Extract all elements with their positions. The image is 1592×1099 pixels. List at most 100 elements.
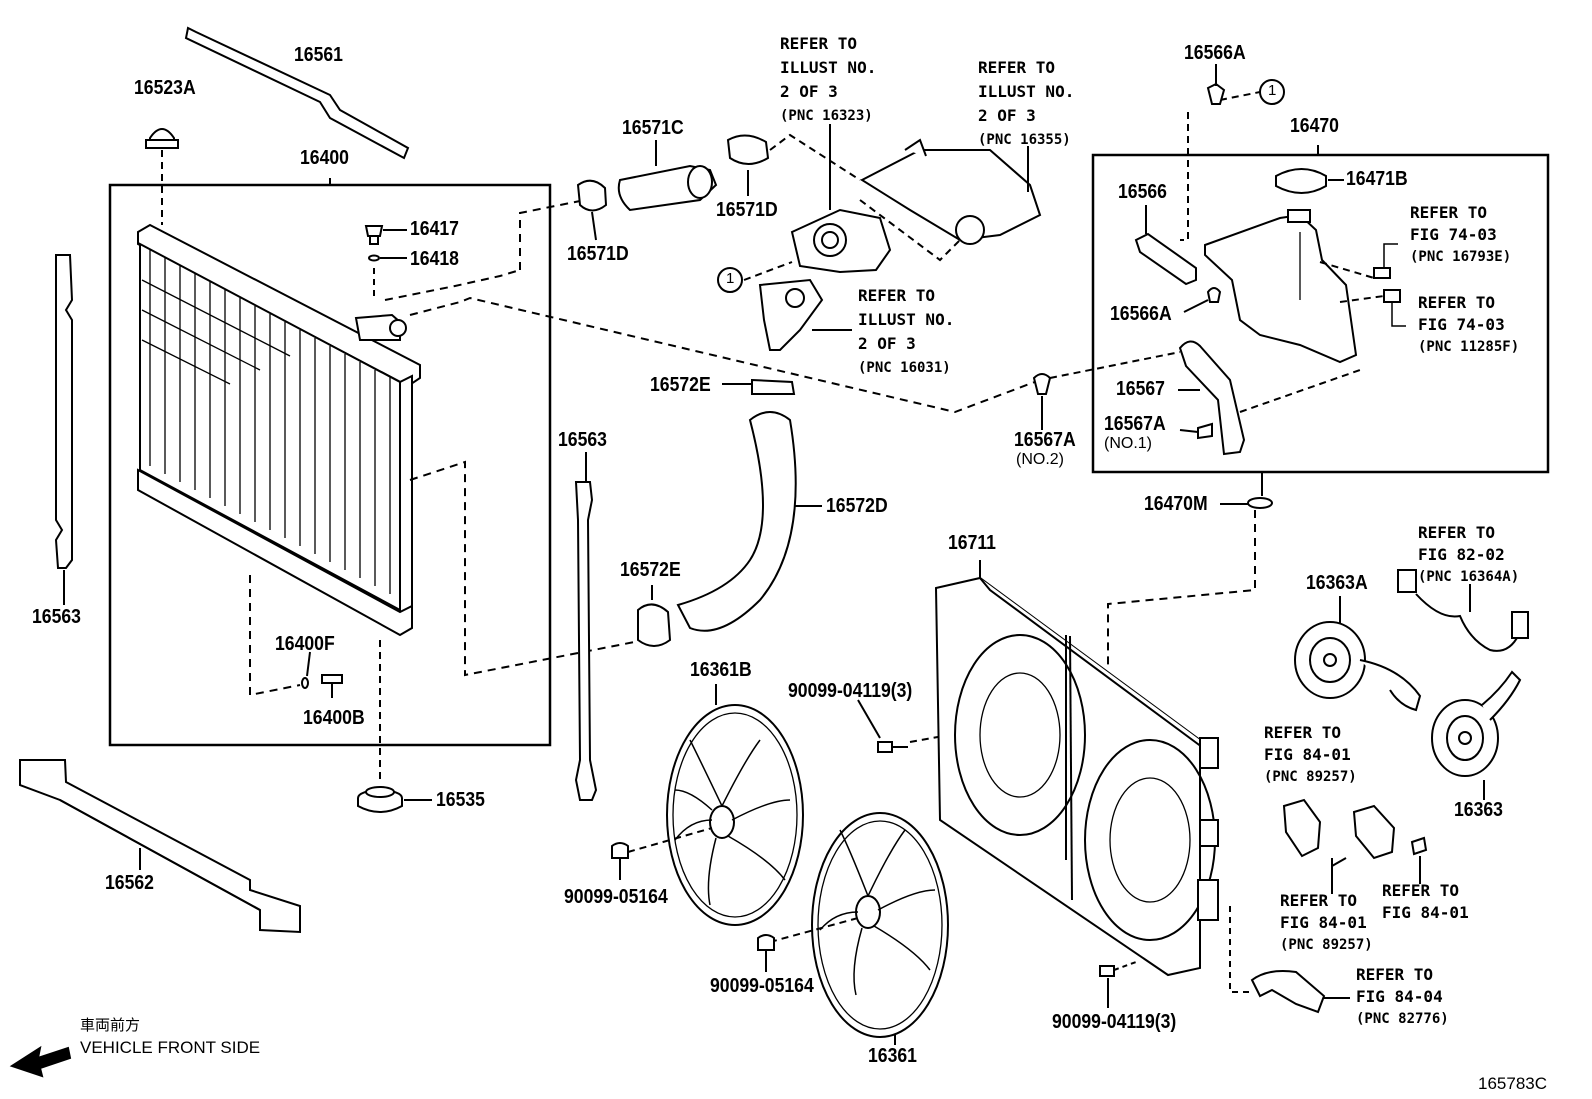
label-16571D-b: 16571D	[716, 199, 778, 221]
fan-16361	[811, 812, 949, 1038]
clamp-16572E-a	[751, 378, 796, 395]
label-16571D-a: 16571D	[567, 243, 629, 265]
clip-16567A-2	[1032, 373, 1052, 395]
label-16363A: 16363A	[1306, 572, 1368, 594]
radiator	[137, 223, 421, 637]
motor-16363A	[1294, 621, 1422, 712]
water-inlet-housing	[790, 208, 892, 274]
marker-1-a: 1	[726, 270, 735, 287]
figure-id: 165783C	[1478, 1074, 1548, 1093]
label-16567A-sub: (NO.1)	[1104, 435, 1152, 452]
o-ring-16418	[368, 254, 380, 262]
clip-16567A	[1197, 422, 1213, 440]
label-16571C: 16571C	[622, 117, 684, 139]
seal-16562	[19, 759, 301, 934]
bolt-90099-04119-a	[877, 741, 893, 753]
label-16470M: 16470M	[1144, 493, 1208, 515]
label-16417: 16417	[410, 218, 459, 240]
hose-16567	[1178, 340, 1246, 456]
label-16567: 16567	[1116, 378, 1165, 400]
label-16400B: 16400B	[303, 707, 365, 729]
grommet-16470M	[1247, 497, 1273, 509]
front-arrow-icon	[9, 1045, 72, 1078]
drain-plug-16417	[364, 225, 384, 237]
label-16561: 16561	[294, 44, 343, 66]
label-16567A: 16567A	[1104, 413, 1166, 435]
mount-16535	[357, 786, 403, 813]
clip-16566A-mid	[1206, 287, 1222, 303]
bolt-fig-84-01	[1410, 836, 1428, 856]
label-90099-04119-b: 90099-04119(3)	[1052, 1011, 1177, 1033]
clip-16566A-top	[1206, 82, 1226, 105]
reserve-tank-group-box	[1091, 153, 1550, 474]
label-16400F: 16400F	[275, 633, 335, 655]
clamp-16571D-b	[726, 134, 770, 165]
label-16566A-top: 16566A	[1184, 42, 1246, 64]
ref-part-16793E	[1373, 267, 1391, 279]
label-90099-05164-a: 90099-05164	[564, 886, 668, 908]
label-16418: 16418	[410, 248, 459, 270]
seal-16563-mid	[574, 481, 598, 801]
direction-en: VEHICLE FRONT SIDE	[80, 1038, 261, 1057]
hose-16572D	[676, 411, 797, 632]
motor-16363	[1431, 670, 1522, 777]
label-16363: 16363	[1454, 799, 1503, 821]
label-90099-05164-b: 90099-05164	[710, 975, 814, 997]
label-16361: 16361	[868, 1045, 917, 1067]
label-16711: 16711	[948, 532, 996, 554]
label-16400: 16400	[300, 147, 349, 169]
wire-harness-16364A	[1397, 569, 1529, 652]
nut-90099-05164-b	[757, 934, 775, 951]
label-16562: 16562	[105, 872, 154, 894]
reserve-tank-16470	[1204, 209, 1358, 364]
fan-16361B	[666, 704, 804, 926]
label-16572E-b: 16572E	[620, 559, 681, 581]
marker-1-b: 1	[1268, 82, 1277, 99]
seal-16563-left	[54, 254, 74, 569]
fan-shroud-16711	[934, 576, 1219, 977]
duct-82776	[1250, 970, 1326, 1014]
label-16572E-a: 16572E	[650, 374, 711, 396]
label-16470: 16470	[1290, 115, 1339, 137]
label-16572D: 16572D	[826, 495, 888, 517]
ref-part-11285F	[1383, 289, 1401, 303]
label-16535: 16535	[436, 789, 485, 811]
label-16563-mid: 16563	[558, 429, 607, 451]
drain-cock-16400B	[321, 674, 343, 684]
label-16361B: 16361B	[690, 659, 752, 681]
seal-16561	[184, 26, 410, 160]
drain-16400F	[301, 677, 309, 689]
tank-cap-16471B	[1275, 168, 1327, 194]
radiator-cap	[145, 128, 179, 149]
thermostat-cover	[758, 278, 824, 351]
label-16471B: 16471B	[1346, 168, 1408, 190]
hose-16566	[1134, 232, 1197, 286]
label-16563-left: 16563	[32, 606, 81, 628]
clamp-16571D-a	[576, 179, 608, 212]
water-outlet-housing	[859, 138, 1042, 245]
nut-90099-05164-a	[611, 842, 629, 859]
label-16567A-2-sub: (NO.2)	[1016, 451, 1064, 468]
label-16567A-2: 16567A	[1014, 429, 1076, 451]
label-16566: 16566	[1118, 181, 1167, 203]
connector-89257-b	[1352, 804, 1396, 860]
bolt-90099-04119-b	[1099, 965, 1115, 977]
label-16523A: 16523A	[134, 77, 196, 99]
label-90099-04119-a: 90099-04119(3)	[788, 680, 913, 702]
direction-jp: 車両前方	[80, 1016, 141, 1034]
clamp-16572E-b	[637, 603, 672, 647]
connector-89257-a	[1282, 798, 1322, 858]
label-16566A-mid: 16566A	[1110, 303, 1172, 325]
